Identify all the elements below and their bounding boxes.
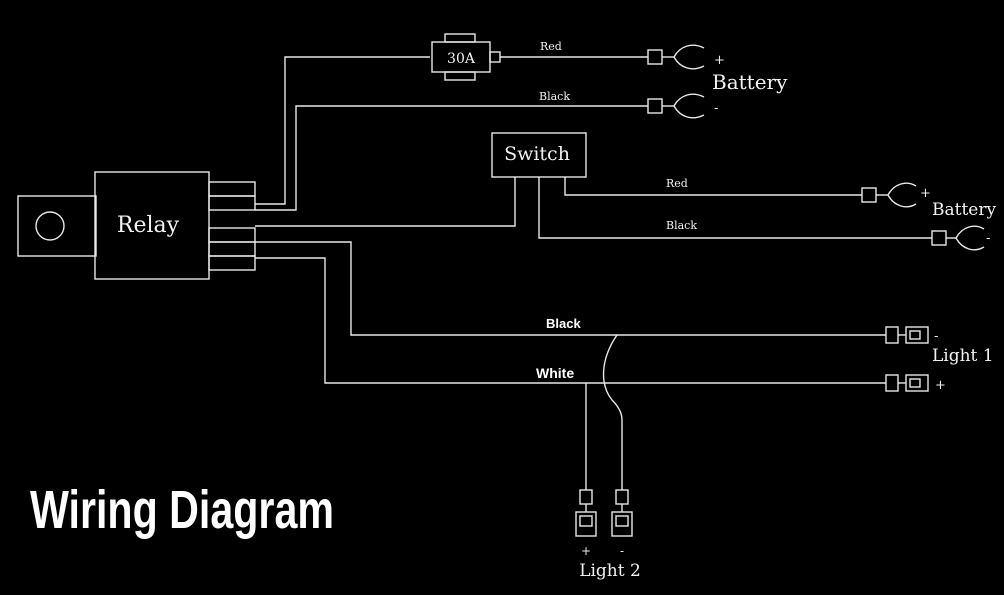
relay-body xyxy=(94,171,210,280)
page-title: Wiring Diagram xyxy=(30,480,334,540)
wire-switch-black xyxy=(538,177,932,239)
fuse-cap-bottom xyxy=(444,71,476,81)
switch-label: Switch xyxy=(504,143,570,165)
relay-mount-tab xyxy=(17,195,97,257)
wire-light-black xyxy=(255,241,886,336)
battery-switch-negative-terminal xyxy=(931,225,985,251)
relay-pin xyxy=(208,227,256,243)
wire-switch-red xyxy=(564,177,862,196)
light-1-negative-sign: - xyxy=(934,329,938,344)
wire-label-switch-red: Red xyxy=(666,177,688,190)
light-1-positive-connector xyxy=(885,374,929,392)
wire-relay-to-switch xyxy=(255,177,516,227)
wire-relay-black xyxy=(255,105,648,211)
light-2-negative-sign: - xyxy=(620,544,624,558)
relay-pin xyxy=(208,241,256,257)
relay: Relay xyxy=(17,171,256,280)
light-2-label: Light 2 xyxy=(579,561,641,581)
wire-label-switch-black: Black xyxy=(666,219,697,232)
wire-label-light-white: White xyxy=(536,365,574,381)
light-2-positive-connector xyxy=(575,489,597,537)
wire-branch-light2-negative xyxy=(602,334,623,490)
light-2-positive-sign: + xyxy=(581,544,591,558)
relay-mount-hole xyxy=(35,211,65,241)
relay-pin xyxy=(208,255,256,271)
battery-switch-label: Battery xyxy=(932,200,996,220)
battery-main-positive-sign: + xyxy=(714,53,725,68)
relay-label: Relay xyxy=(117,213,180,238)
wire-label-light-black: Black xyxy=(546,316,581,331)
battery-main-positive-terminal xyxy=(647,44,705,70)
battery-switch-positive-terminal xyxy=(861,182,917,208)
light-1-label: Light 1 xyxy=(932,346,994,366)
fuse: 30A xyxy=(431,33,501,81)
wire-relay-to-fuse xyxy=(255,56,430,205)
battery-switch-negative-sign: - xyxy=(986,231,990,246)
battery-main-label: Battery xyxy=(712,70,788,94)
fuse-label: 30A xyxy=(447,51,476,67)
relay-pin xyxy=(208,195,256,211)
light-1-negative-connector xyxy=(885,326,929,344)
light-2-negative-connector xyxy=(611,489,633,537)
fuse-cap-top xyxy=(444,33,476,43)
battery-switch-positive-sign: + xyxy=(920,186,931,201)
fuse-terminal xyxy=(489,51,501,63)
wire-light-white xyxy=(255,257,886,384)
wire-label-main-black: Black xyxy=(539,90,570,103)
light-1-positive-sign: + xyxy=(935,378,946,393)
wire-label-fuse-red: Red xyxy=(540,40,562,53)
battery-main-negative-sign: - xyxy=(714,101,718,116)
battery-main-negative-terminal xyxy=(647,93,705,119)
relay-pin xyxy=(208,181,256,197)
